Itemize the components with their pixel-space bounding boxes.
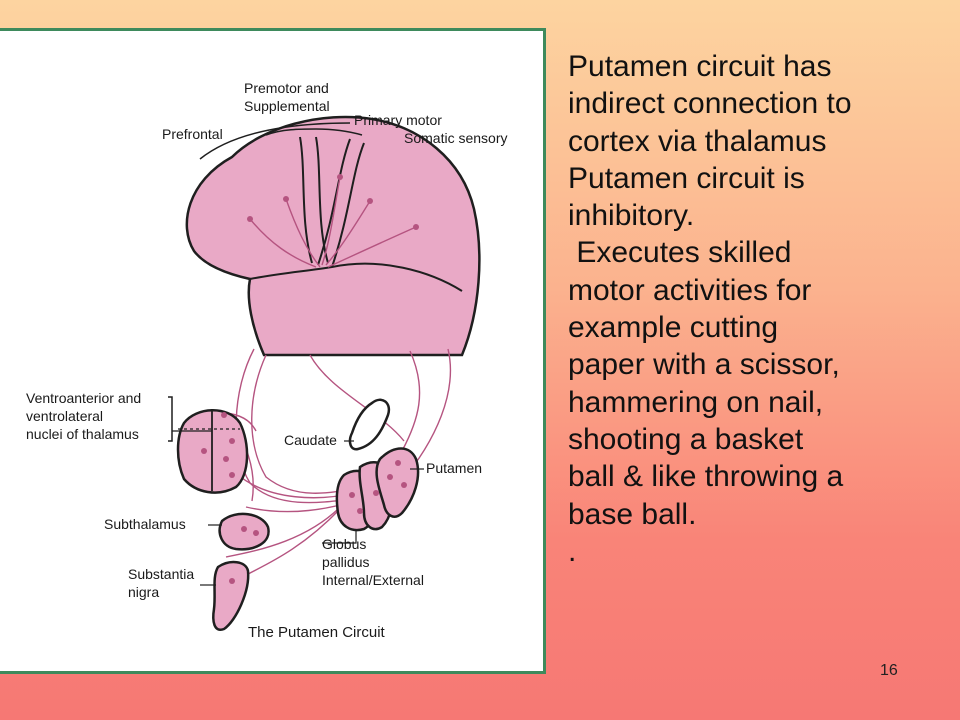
- label-ventrolateral: ventrolateral: [26, 408, 103, 424]
- cerebral-cortex: [185, 115, 481, 357]
- label-ventroanterior: Ventroanterior and: [26, 390, 141, 406]
- text-line: inhibitory.: [568, 199, 695, 233]
- cortex-division-line: [315, 136, 329, 264]
- text-line: base ball.: [568, 497, 697, 531]
- slide-body-text: Putamen circuit has indirect connection …: [568, 48, 948, 570]
- text-line: cortex via thalamus: [568, 124, 827, 158]
- leader-line: [322, 531, 357, 544]
- text-line: ball & like throwing a: [568, 460, 844, 494]
- substantia-nigra: [212, 560, 250, 632]
- slide-number: 16: [880, 662, 898, 679]
- figure-caption: The Putamen Circuit: [248, 624, 386, 641]
- label-subthalamus: Subthalamus: [104, 516, 186, 532]
- label-putamen: Putamen: [426, 460, 482, 476]
- putamen: [375, 447, 420, 518]
- label-pallidus: pallidus: [322, 554, 369, 570]
- bracket: [199, 122, 351, 160]
- neural-pathways: [225, 176, 452, 582]
- label-nuclei-thalamus: nuclei of thalamus: [26, 426, 139, 442]
- text-line: Putamen circuit has: [568, 50, 832, 83]
- text-line: hammering on nail,: [568, 385, 824, 419]
- label-supplemental: Supplemental: [244, 98, 330, 114]
- label-globus: Globus: [322, 536, 366, 552]
- label-prefrontal: Prefrontal: [162, 126, 223, 142]
- text-line: Executes skilled: [568, 236, 792, 270]
- text-line: shooting a basket: [568, 422, 804, 456]
- cortex-temporal-edge: [249, 262, 463, 292]
- text-line: Putamen circuit is: [568, 161, 805, 195]
- bracket: [265, 128, 363, 136]
- cortex-division-line: [317, 138, 351, 266]
- caudate: [348, 398, 391, 451]
- text-line: motor activities for: [568, 273, 812, 307]
- text-line: example cutting: [568, 311, 779, 345]
- label-caudate: Caudate: [284, 432, 337, 448]
- text-line: .: [568, 534, 577, 568]
- label-substantia: Substantia: [128, 566, 194, 582]
- putamen-circuit-figure: Premotor and Supplemental Primary motor …: [0, 28, 546, 674]
- pathway-dots: [201, 174, 419, 584]
- bracket: [168, 396, 173, 442]
- putamen-circuit-diagram: Premotor and Supplemental Primary motor …: [26, 80, 507, 641]
- label-primary-motor: Primary motor: [354, 112, 442, 128]
- label-internal-external: Internal/External: [322, 572, 424, 588]
- label-premotor: Premotor and: [244, 80, 329, 96]
- label-nigra: nigra: [128, 584, 159, 600]
- label-somatic-sensory: Somatic sensory: [404, 130, 507, 146]
- text-line: paper with a scissor,: [568, 348, 840, 382]
- text-line: indirect connection to: [568, 87, 852, 121]
